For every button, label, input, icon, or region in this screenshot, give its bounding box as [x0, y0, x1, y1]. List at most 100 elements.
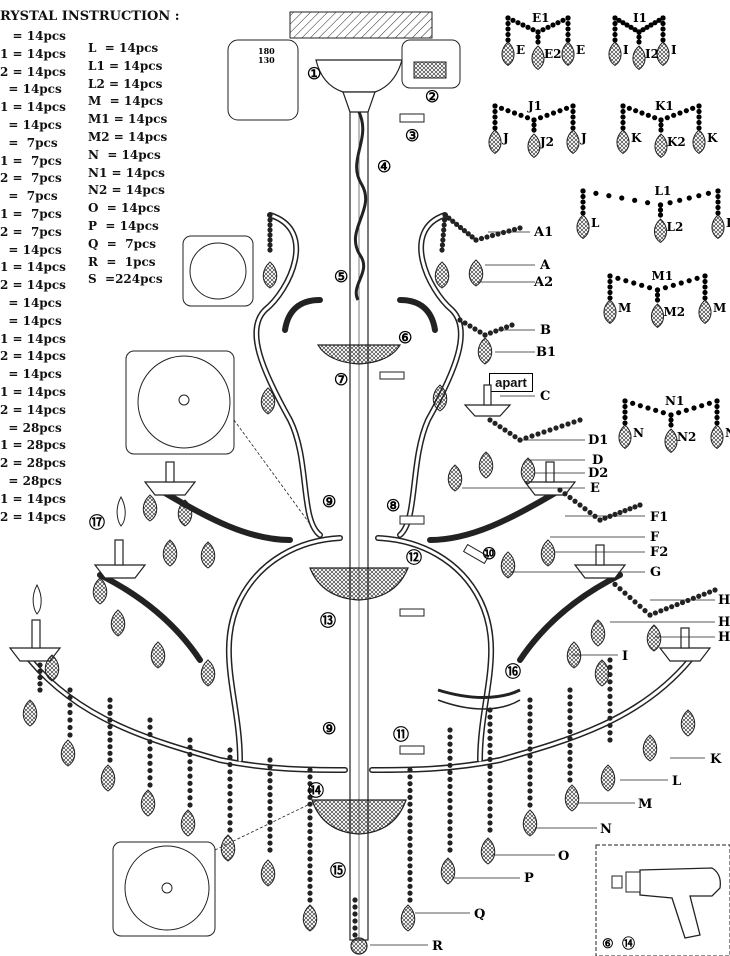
crystal-bead [702, 273, 708, 279]
crystal-bead [187, 795, 193, 801]
chain-label: N1 [665, 394, 684, 408]
crystal-bead [540, 27, 546, 33]
crystal-bead [147, 731, 153, 738]
crystal-bead [657, 212, 664, 218]
crystal-bead [487, 813, 493, 819]
crystal-bead [107, 717, 113, 723]
crystal-bead [352, 904, 358, 910]
crystal-bead [487, 785, 493, 791]
instruction-row: 2 = 14pcs [0, 278, 66, 293]
instruction-row: L2 = 14pcs [88, 76, 163, 91]
crystal-pendant [142, 494, 158, 522]
crystal-pendant [680, 709, 696, 737]
step-number: ⑦ [334, 370, 348, 389]
chain-label: J [580, 131, 587, 145]
step-number: ④ [377, 157, 391, 176]
crystal-bead [527, 774, 533, 780]
crystal-bead [484, 234, 490, 240]
crystal-bead [580, 188, 586, 194]
crystal-bead [567, 777, 573, 783]
instruction-row: 2 = 14pcs [0, 349, 66, 364]
crystal-bead [487, 756, 493, 763]
crystal-bead [702, 289, 708, 296]
crystal-bead [612, 37, 618, 43]
crystal-bead [307, 856, 313, 862]
crystal-bead [487, 749, 493, 755]
crystal-bead [626, 105, 632, 111]
instruction-row: = 14pcs [0, 29, 66, 43]
crystal-bead [447, 741, 453, 747]
crystal-pendant [200, 659, 216, 687]
crystal-bead [699, 403, 705, 409]
crystal-bead [307, 794, 313, 800]
crystal-bead [457, 224, 464, 231]
crystal-pendant [60, 739, 76, 767]
crystal-bead [492, 114, 498, 120]
crystal-bead [512, 434, 518, 440]
crystal-pendant [520, 457, 536, 485]
crystal-bead [407, 897, 413, 903]
crystal-bead [407, 842, 413, 848]
crystal-bead [487, 714, 493, 720]
crystal-bead [677, 110, 683, 116]
crystal-bead [557, 108, 563, 114]
crystal-bead [597, 517, 603, 523]
crystal-bead [267, 840, 273, 846]
crystal-bead [407, 767, 413, 773]
crystal-bead [667, 200, 673, 206]
crystal-bead [307, 890, 313, 896]
crystal-bead [714, 398, 720, 404]
crystal-pendant [656, 41, 670, 67]
part-label-P: P [524, 871, 534, 886]
crystal-bead [67, 694, 73, 701]
crystal-pendant [180, 809, 196, 837]
crystal-bead [622, 590, 628, 596]
crystal-pendant [590, 619, 606, 647]
crystal-bead [67, 702, 73, 708]
crystal-bead [550, 110, 557, 116]
crystal-bead [527, 760, 533, 766]
heat-gun-icon [639, 867, 721, 939]
crystal-bead [527, 767, 533, 773]
crystal-pendant [711, 214, 725, 240]
crystal-pendant [608, 41, 622, 67]
crystal-bead [696, 108, 702, 115]
instruction-row: 1 = 7pcs [0, 153, 62, 168]
crystal-pendant [710, 424, 724, 450]
crystal-pendant [468, 259, 484, 287]
crystal-bead [446, 215, 452, 221]
instruction-row: N = 14pcs [88, 147, 161, 162]
crystal-bead [567, 728, 573, 735]
crystal-bead [617, 509, 623, 516]
instruction-row: R = 1pcs [88, 254, 156, 269]
crystal-bead [447, 833, 453, 839]
crystal-bead [657, 202, 664, 208]
crystal-bead [658, 122, 664, 128]
crystal-pendant [432, 384, 448, 412]
part-label-H1: H [718, 593, 730, 608]
crystal-pendant [522, 809, 538, 837]
crystal-bead [660, 37, 666, 43]
crystal-bead [407, 890, 413, 896]
part-label-E: E [590, 481, 600, 496]
part-label-M: M [638, 797, 652, 812]
crystal-bead [487, 792, 493, 798]
crystal-bead [187, 759, 193, 765]
crystal-bead [529, 433, 535, 439]
part-label-A1: A1 [533, 225, 553, 240]
crystal-bead [559, 423, 565, 429]
crystal-bead [702, 284, 708, 290]
crystal-bead [607, 715, 613, 721]
crystal-bead [487, 820, 493, 826]
crystal-pendant [110, 609, 126, 637]
crystal-bead [267, 212, 273, 218]
crystal-bead [67, 687, 73, 693]
crystal-bead [407, 876, 413, 883]
crystal-bead [517, 225, 523, 231]
crystal-bead [407, 794, 413, 800]
crystal-bead [441, 227, 447, 233]
crystal-bead [567, 708, 573, 714]
